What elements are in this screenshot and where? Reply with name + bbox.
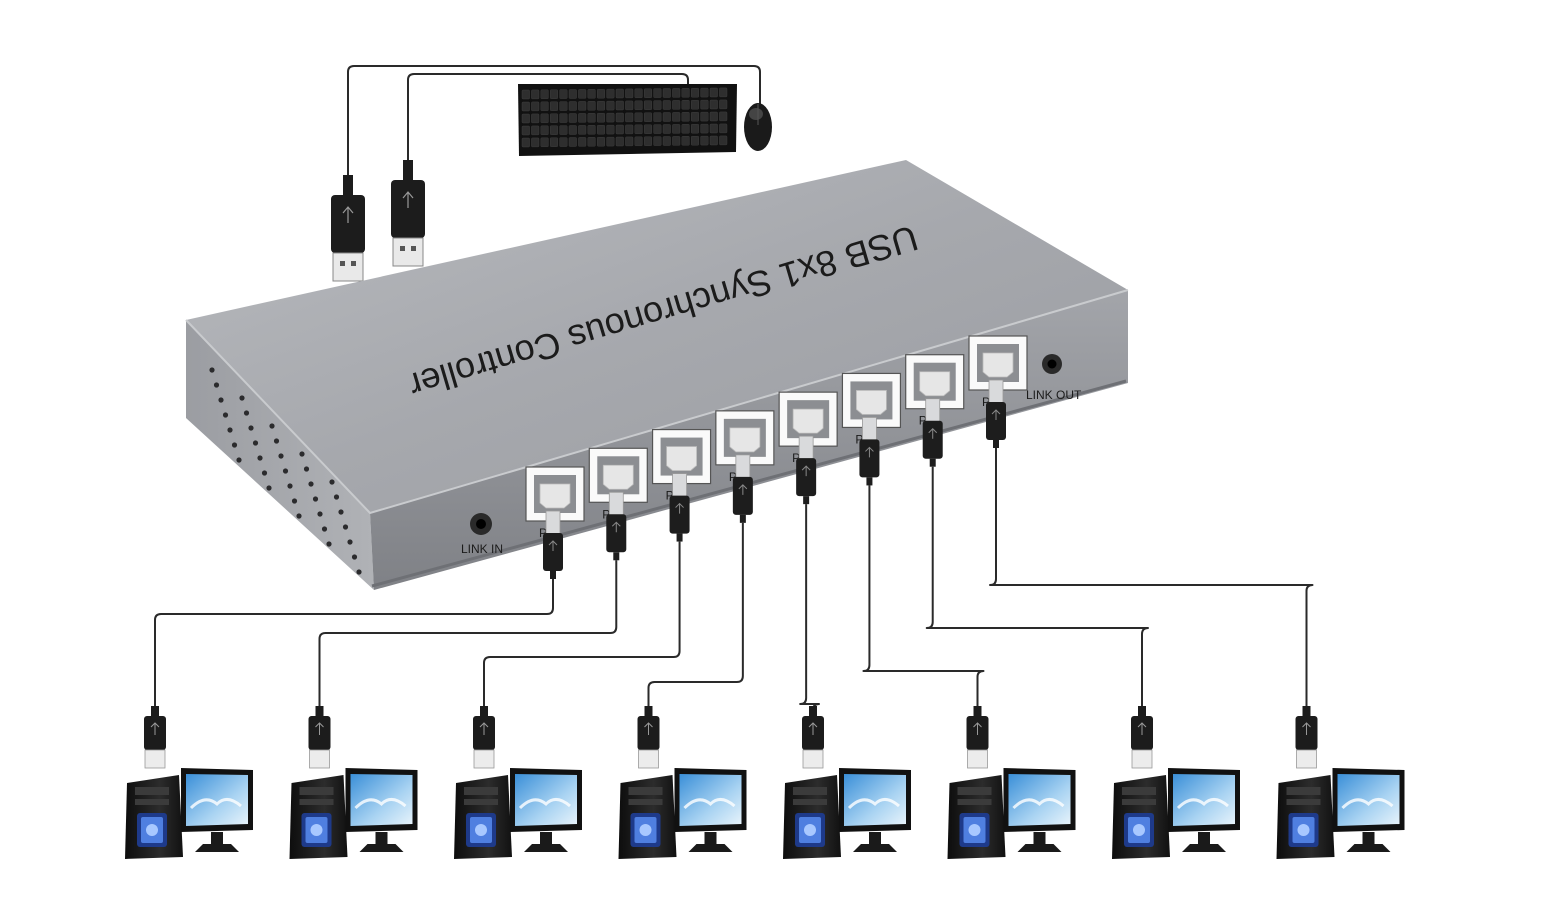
computer-usb-plug-1 [144, 706, 166, 769]
port-labels: P P P P P P P P [539, 395, 990, 540]
computer-1 [125, 768, 253, 859]
mouse-icon [744, 103, 772, 151]
usb-b-plug-8 [986, 379, 1006, 448]
computer-usb-plugs [144, 706, 1318, 769]
link-in-jack [470, 513, 492, 535]
link-in-label: LINK IN [461, 542, 503, 556]
computer-8 [1276, 768, 1405, 859]
cables [154, 65, 1314, 711]
port-label-3: P [666, 489, 674, 503]
usb-b-plug-6 [859, 417, 880, 486]
upstream-usb-plugs [331, 160, 425, 282]
port-label-2: P [602, 507, 610, 521]
computer-2 [289, 768, 418, 859]
computer-usb-plug-3 [473, 706, 495, 769]
port-label-1: P [539, 526, 547, 540]
usb-b-plug-5 [796, 435, 817, 505]
usb-b-port-6 [841, 372, 902, 429]
computer-7 [1112, 768, 1240, 859]
computer-usb-plug-7 [1131, 706, 1153, 769]
usb-b-plug-2 [606, 491, 627, 561]
computer-usb-plug-4 [637, 706, 660, 769]
usb-b-port-3 [651, 428, 712, 485]
link-out-jack [1042, 354, 1062, 374]
computer-5 [783, 768, 911, 859]
keyboard-icon [518, 84, 737, 156]
computer-usb-plug-6 [966, 706, 989, 769]
usb-b-plug-4 [732, 454, 753, 523]
computer-usb-plug-8 [1295, 706, 1318, 769]
usb-b-plugs [543, 379, 1006, 579]
upstream-usb-a-plug-2 [391, 160, 425, 267]
computer-6 [947, 768, 1076, 859]
usb-b-ports [525, 335, 1028, 522]
vent-holes [209, 367, 362, 575]
port-label-4: P [729, 470, 737, 484]
computer-usb-plug-5 [802, 706, 824, 769]
link-out-label: LINK OUT [1026, 388, 1082, 402]
computer-3 [454, 768, 582, 859]
port-label-8: P [982, 395, 990, 409]
usb-b-plug-3 [669, 473, 690, 542]
usb-b-plug-1 [543, 510, 563, 579]
usb-b-plug-7 [922, 398, 943, 467]
computer-4 [618, 768, 747, 859]
port-label-7: P [919, 414, 927, 428]
port-label-5: P [792, 451, 800, 465]
computers [125, 768, 1405, 859]
usb-b-port-2 [588, 447, 648, 503]
port-label-6: P [855, 432, 863, 446]
usb-b-port-1 [525, 466, 585, 522]
upstream-usb-a-plug-1 [331, 175, 365, 282]
computer-usb-plug-2 [308, 706, 331, 769]
